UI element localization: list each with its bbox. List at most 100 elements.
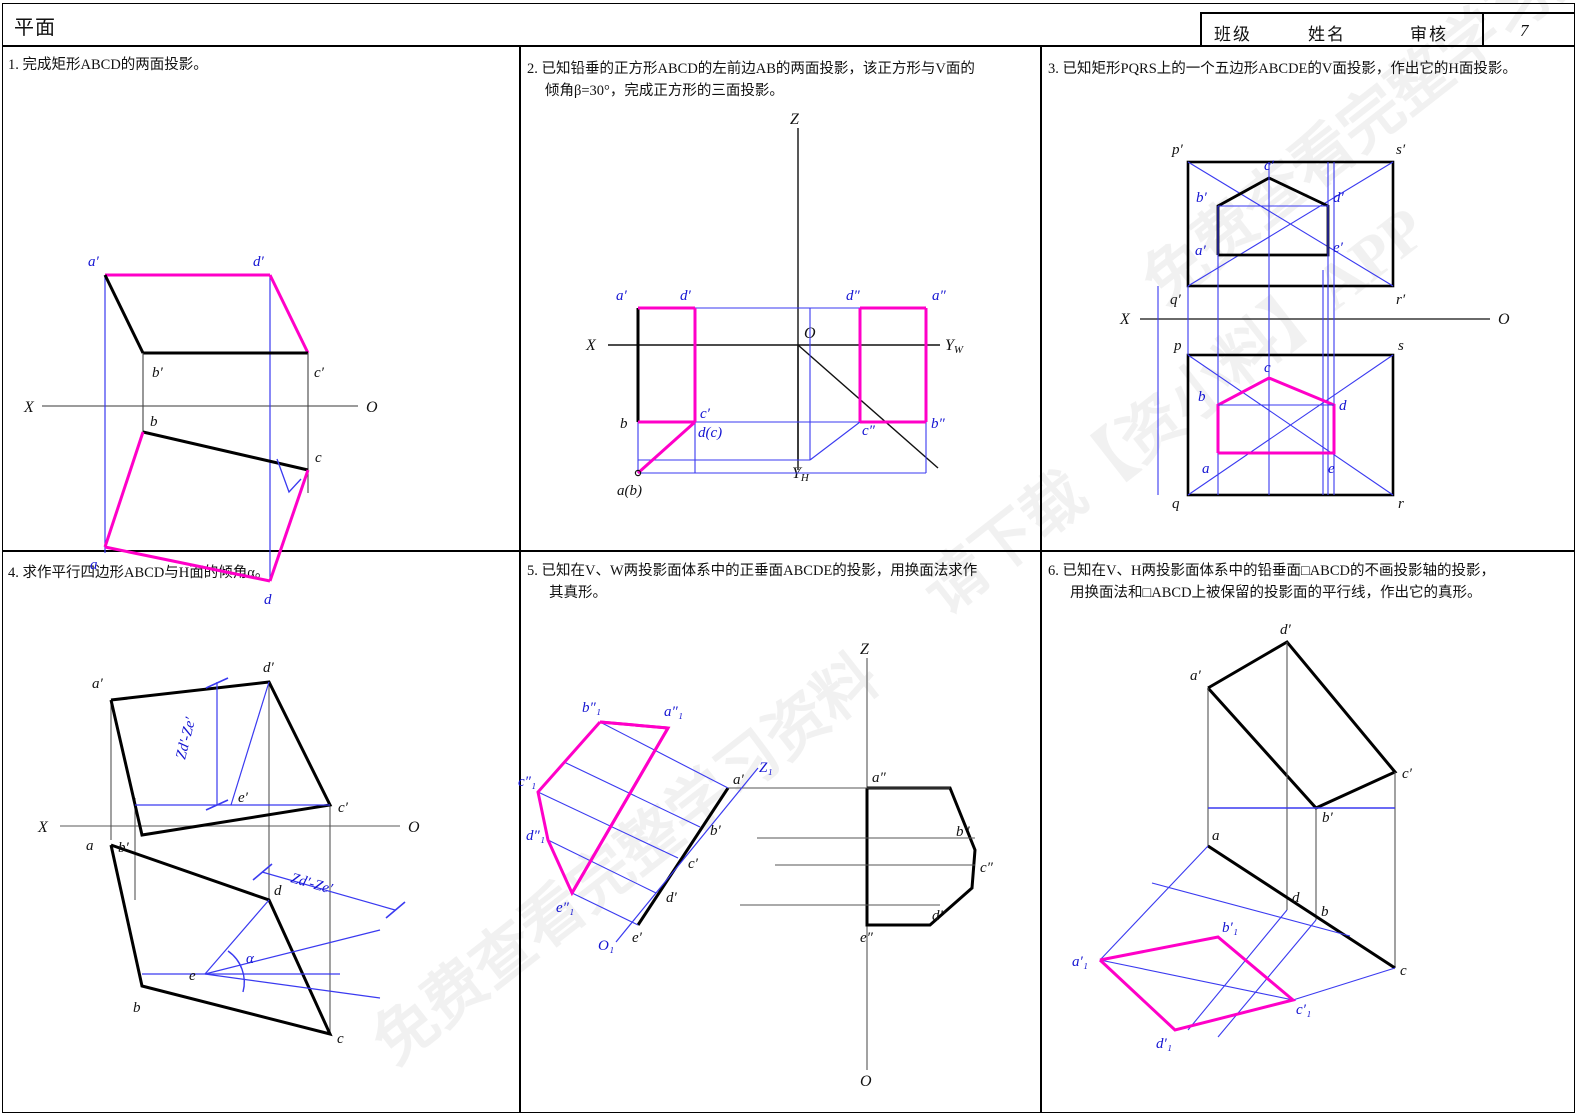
- label-s: s: [1398, 338, 1404, 354]
- problem-2-text: 2. 已知铅垂的正方形ABCD的左前边AB的两面投影，该正方形与V面的 倾角β=…: [527, 58, 1027, 103]
- problem-1-number: 1.: [8, 57, 19, 73]
- label-a-prime-4: a′: [92, 676, 104, 692]
- label-c-prime-6: c′: [1402, 766, 1413, 782]
- problem-2-number: 2.: [527, 61, 538, 77]
- axis-label-z1: Z₁: [759, 760, 773, 776]
- label-p-prime: p′: [1171, 142, 1184, 158]
- label-d-6: d: [1292, 890, 1300, 906]
- label-r: r: [1398, 496, 1404, 512]
- label-a-prime-2: a′: [616, 288, 628, 304]
- label-a-prime-6: a′: [1190, 668, 1202, 684]
- angle-label-alpha: α: [246, 951, 255, 967]
- figure-problem-5: Z O Z₁ O₁ b″₁ a″₁ c″₁ d″₁ e″₁ a′ b′: [518, 641, 994, 1090]
- label-e-3: e: [1328, 461, 1335, 477]
- problem-5-line2: 其真形。: [549, 585, 607, 602]
- figure-problem-1: X O a′ d′ b′ c′ b c a d: [23, 254, 378, 608]
- dim-label-zd-ze-v: Zd′-Ze′: [173, 715, 199, 761]
- label-e-prime-3: e′: [1333, 240, 1344, 256]
- axis-label-yw: YW: [945, 337, 964, 356]
- col-divider-1: [519, 45, 521, 1113]
- label-q: q: [1172, 496, 1180, 512]
- label-e-dprime-5: e″: [860, 930, 874, 946]
- label-b-3: b: [1198, 389, 1206, 405]
- label-b: b: [150, 414, 158, 430]
- problem-6-line1: 已知在V、H两投影面体系中的铅垂面□ABCD的不画投影轴的投影，: [1062, 563, 1495, 579]
- axis-label-x2: X: [585, 337, 597, 354]
- label-ab-2: a(b): [617, 483, 642, 499]
- label-d-prime-6: d′: [1280, 622, 1292, 638]
- label-c-prime1-6: c′₁: [1296, 1002, 1311, 1018]
- axis-label-o4: O: [408, 819, 420, 836]
- label-c-prime-4: c′: [338, 800, 349, 816]
- label-c-prime: c′: [314, 365, 325, 381]
- label-d-dprime-2: d″: [846, 288, 861, 304]
- page-title: 平面: [14, 17, 56, 39]
- problem-6-number: 6.: [1048, 563, 1059, 579]
- label-c-3: c: [1264, 360, 1271, 376]
- label-b-4: b: [133, 1000, 141, 1016]
- label-d-prime1-6: d′₁: [1156, 1036, 1172, 1052]
- label-dc-2: d(c): [698, 425, 722, 441]
- label-p: p: [1173, 338, 1182, 354]
- problem-5-text: 5. 已知在V、W两投影面体系中的正垂面ABCDE的投影，用换面法求作 其真形。: [527, 560, 1029, 605]
- sheet-frame: [2, 3, 1575, 1113]
- label-d-prime-3: d′: [1333, 190, 1345, 206]
- label-d-prime-5: d′: [666, 890, 678, 906]
- label-a-6: a: [1212, 828, 1220, 844]
- problem-3-text: 3. 已知矩形PQRS上的一个五边形ABCDE的V面投影，作出它的H面投影。: [1048, 58, 1576, 80]
- label-a-prime1-6: a′₁: [1072, 954, 1088, 970]
- problem-4-text: 4. 求作平行四边形ABCD与H面的倾角α。: [8, 562, 508, 584]
- header-field-class: 班级: [1214, 25, 1252, 44]
- figure-problem-4: X O Zd′-Ze′ Zd′-Ze′ α a′ d′ b′: [37, 660, 420, 1047]
- label-c-prime-2: c′: [700, 406, 711, 422]
- label-a: a: [90, 557, 98, 573]
- problem-5-line1: 已知在V、W两投影面体系中的正垂面ABCDE的投影，用换面法求作: [541, 563, 978, 579]
- label-e-prime-4: e′: [238, 790, 249, 806]
- label-a-3: a: [1202, 461, 1210, 477]
- label-d-3: d: [1339, 398, 1347, 414]
- problem-3-body: 已知矩形PQRS上的一个五边形ABCDE的V面投影，作出它的H面投影。: [1062, 61, 1517, 77]
- header-divider: [2, 45, 1575, 47]
- label-b-prime1-6: b′₁: [1222, 920, 1238, 936]
- problem-2-line2: 倾角β=30°，完成正方形的三面投影。: [545, 83, 784, 100]
- row-divider: [2, 550, 1575, 552]
- axis-label-z: Z: [790, 111, 800, 128]
- label-e-4: e: [189, 968, 196, 984]
- axis-label-o: O: [366, 399, 378, 416]
- label-c-prime-5: c′: [688, 856, 699, 872]
- label-b-dprime-2: b″: [931, 416, 946, 432]
- label-d-dprime-5: d″: [932, 908, 947, 924]
- label-d-prime-4: d′: [263, 660, 275, 676]
- label-b-prime-5: b′: [710, 823, 722, 839]
- problem-1-body: 完成矩形ABCD的两面投影。: [22, 57, 208, 73]
- label-q-prime: q′: [1170, 292, 1182, 308]
- label-a-4: a: [86, 838, 94, 854]
- axis-label-yh: YH: [792, 465, 810, 484]
- axis-label-x: X: [23, 399, 35, 416]
- label-c-dprime-5: c″: [980, 860, 994, 876]
- problem-4-number: 4.: [8, 565, 19, 581]
- header-divider-left: [1200, 12, 1202, 45]
- dim-label-zd-ze-h: Zd′-Ze′: [289, 870, 335, 897]
- label-b-6: b: [1321, 904, 1329, 920]
- label-d: d: [264, 592, 272, 608]
- axis-label-o1: O₁: [598, 938, 614, 954]
- label-d-prime-2: d′: [680, 288, 692, 304]
- header-box-top: [1200, 12, 1575, 14]
- label-d-dprime1-5: d″₁: [526, 828, 545, 844]
- col-divider-2: [1040, 45, 1042, 1113]
- label-b-prime-4: b′: [118, 840, 130, 856]
- label-b-prime-3: b′: [1196, 190, 1208, 206]
- label-c: c: [315, 450, 322, 466]
- problem-2-line1: 已知铅垂的正方形ABCD的左前边AB的两面投影，该正方形与V面的: [541, 61, 975, 77]
- label-e-prime-5: e′: [632, 930, 643, 946]
- problem-5-number: 5.: [527, 563, 538, 579]
- label-b-dprime1-5: b″₁: [582, 700, 601, 716]
- figure-problem-6: a′ d′ c′ b′ a d b c b′₁ a′₁ c′₁ d′₁: [1072, 622, 1413, 1052]
- label-d-4: d: [274, 883, 282, 899]
- problem-6-line2: 用换面法和□ABCD上被保留的投影面的平行线，作出它的真形。: [1070, 585, 1482, 602]
- label-a-dprime-5: a″: [872, 770, 887, 786]
- figure-problem-2: Z X O YW YH a′ d′ d″ a″: [585, 111, 964, 499]
- label-c-4: c: [337, 1031, 344, 1047]
- problem-3-number: 3.: [1048, 61, 1059, 77]
